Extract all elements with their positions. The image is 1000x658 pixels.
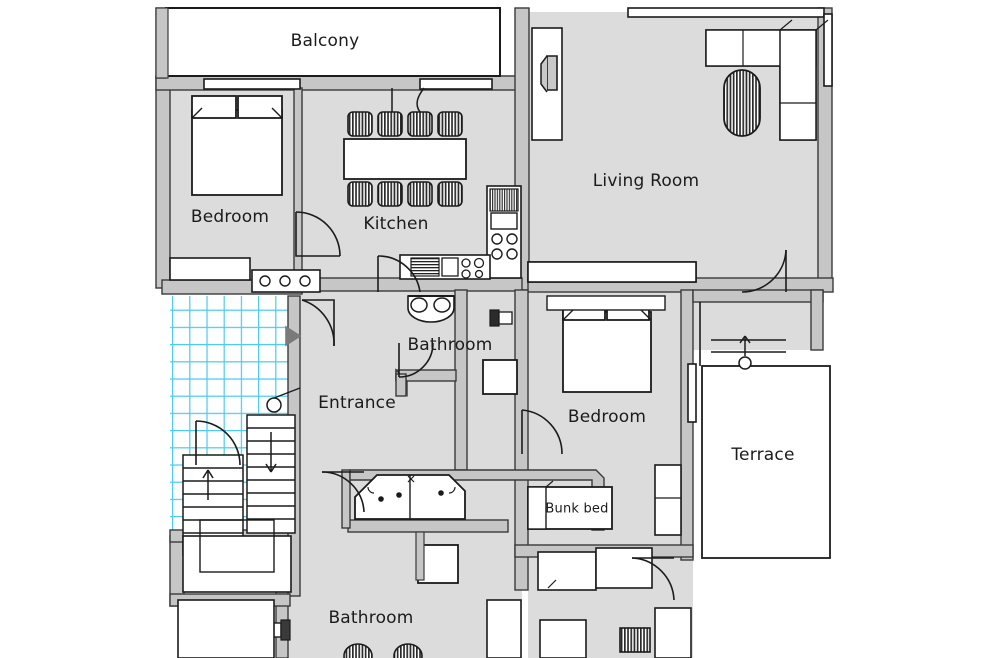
pendant-lights [391, 87, 425, 113]
dining-table [343, 138, 467, 180]
balcony-outline [155, 7, 501, 79]
pillow-1b [237, 95, 283, 119]
living-room-furniture [527, 19, 829, 283]
window-living-right [823, 13, 833, 87]
terrace-area [699, 302, 831, 559]
room-labels: Balcony Bedroom Kitchen Living Room Bath… [191, 31, 795, 628]
toilet-1 [489, 309, 513, 327]
wall-bath2-angled [341, 469, 351, 529]
wall-bedroom2-right [680, 289, 694, 561]
stove-left-burners [259, 275, 311, 287]
sink-bottom [441, 257, 459, 277]
wall-terrace-top [692, 289, 824, 303]
bathroom-1-fixtures [407, 295, 518, 395]
door-stair-left [195, 420, 241, 466]
door-bathroom-1 [398, 342, 434, 378]
window-living-top [627, 7, 825, 18]
tv-screen [546, 55, 558, 91]
label-entrance: Entrance [318, 393, 396, 413]
doors [195, 211, 787, 601]
window-bedroom2-left [687, 363, 697, 423]
dining-chairs-bottom [347, 181, 463, 207]
door-bedroom-1 [295, 211, 341, 257]
sideboard-living [527, 261, 697, 283]
label-kitchen: Kitchen [363, 214, 428, 234]
wall-bath1-right [454, 289, 468, 471]
wall-kitchen-bottom [299, 277, 523, 292]
label-balcony: Balcony [291, 31, 360, 51]
label-bunk-bed: Bunk bed [545, 502, 608, 517]
terrace-step [711, 335, 786, 370]
label-bathroom-1: Bathroom [407, 335, 492, 355]
chairs-lr [619, 627, 651, 653]
label-living-room: Living Room [593, 171, 700, 191]
wardrobe-lr [654, 607, 692, 658]
kitchen-furniture [251, 87, 522, 293]
bedroom-1-furniture [191, 95, 283, 196]
door-bathroom-2 [321, 471, 365, 513]
lower-left-details [177, 599, 275, 658]
dishwasher-icon [489, 188, 519, 212]
stair-void [182, 535, 292, 593]
door-lower-right [631, 557, 675, 601]
bedroom-2-furniture [527, 295, 682, 536]
sink-small [490, 212, 518, 230]
door-bedroom-2 [521, 409, 563, 455]
label-terrace: Terrace [730, 445, 794, 465]
window-kitchen-top [419, 78, 493, 90]
oven-icon [410, 257, 440, 277]
wall-bath1-lowerleft [395, 373, 407, 397]
label-bedroom-2: Bedroom [568, 407, 646, 427]
wall-bath2-topband [347, 519, 509, 533]
wall-terrace-right [810, 289, 824, 351]
bunk-bed-ladder [527, 486, 547, 530]
cooktop-bottom [461, 257, 485, 279]
basins-bottom [343, 643, 423, 658]
window-bedroom1-top [203, 78, 301, 90]
door-living-room [741, 249, 787, 293]
pillow-1a [191, 95, 237, 119]
armchair [723, 69, 761, 137]
lower-left-room [177, 599, 275, 658]
door-entrance [301, 299, 335, 347]
staircase [182, 387, 301, 593]
cabinet-lr [486, 599, 522, 658]
floor-bathroom-2 [288, 560, 522, 658]
headboard-2 [546, 295, 666, 311]
cooktop-right [491, 233, 518, 260]
bench-lr [539, 619, 587, 658]
entrance-direction-marker [285, 325, 302, 347]
lower-right-furniture [486, 547, 692, 658]
closet-lr-1 [537, 551, 597, 591]
bed-double-2 [562, 311, 652, 393]
window-bedroom1-bottom [169, 257, 251, 281]
bed-double-1 [191, 109, 283, 196]
door-kitchen [377, 255, 421, 293]
stair-newel-top [266, 397, 282, 413]
label-bedroom-1: Bedroom [191, 207, 269, 227]
wardrobe-bedroom2 [654, 464, 682, 536]
terrace-slab [701, 365, 831, 559]
label-bathroom-2: Bathroom [328, 608, 413, 628]
wall-left-outer [155, 75, 171, 289]
shower-1 [482, 359, 518, 395]
closet-lr-2 [595, 547, 653, 589]
